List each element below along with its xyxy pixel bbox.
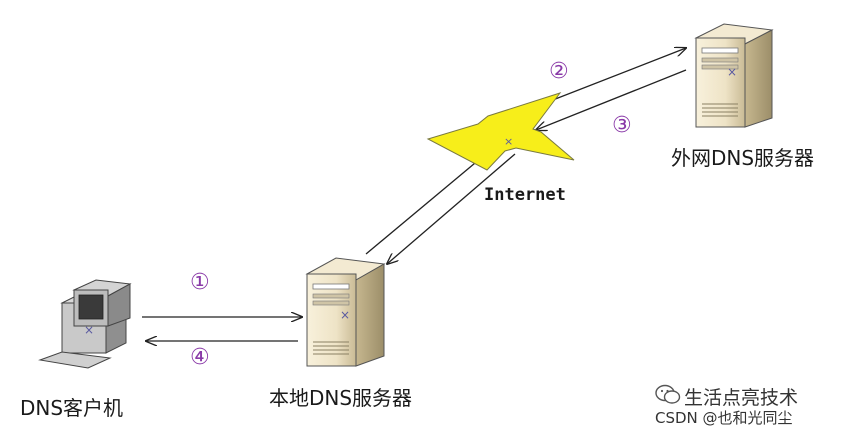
watermark-csdn-text: CSDN @也和光同尘 xyxy=(655,409,793,427)
arrow-internet-to-local xyxy=(387,153,516,264)
dns-client-label: DNS客户机 xyxy=(20,396,124,420)
wechat-icon xyxy=(655,384,681,404)
arrow-step3-from-external xyxy=(536,69,687,130)
external-dns-server-label: 外网DNS服务器 xyxy=(671,146,815,170)
internet-label: Internet xyxy=(484,185,566,205)
watermark-brand-text: 生活点亮技术 xyxy=(684,387,799,409)
local-dns-server-icon: × xyxy=(305,257,386,367)
svg-text:×: × xyxy=(504,135,513,148)
svg-text:×: × xyxy=(727,65,737,79)
step-number-3: ③ xyxy=(612,113,632,138)
step-number-2: ② xyxy=(549,59,569,84)
svg-text:×: × xyxy=(340,308,350,322)
dns-client-computer-icon: × xyxy=(38,279,132,369)
internet-lightning-icon: × xyxy=(426,92,575,171)
external-dns-server-icon: × xyxy=(694,23,774,128)
svg-text:×: × xyxy=(84,323,94,337)
local-dns-server-label: 本地DNS服务器 xyxy=(269,386,413,410)
step-number-4: ④ xyxy=(190,345,210,370)
step-number-1: ① xyxy=(190,270,210,295)
